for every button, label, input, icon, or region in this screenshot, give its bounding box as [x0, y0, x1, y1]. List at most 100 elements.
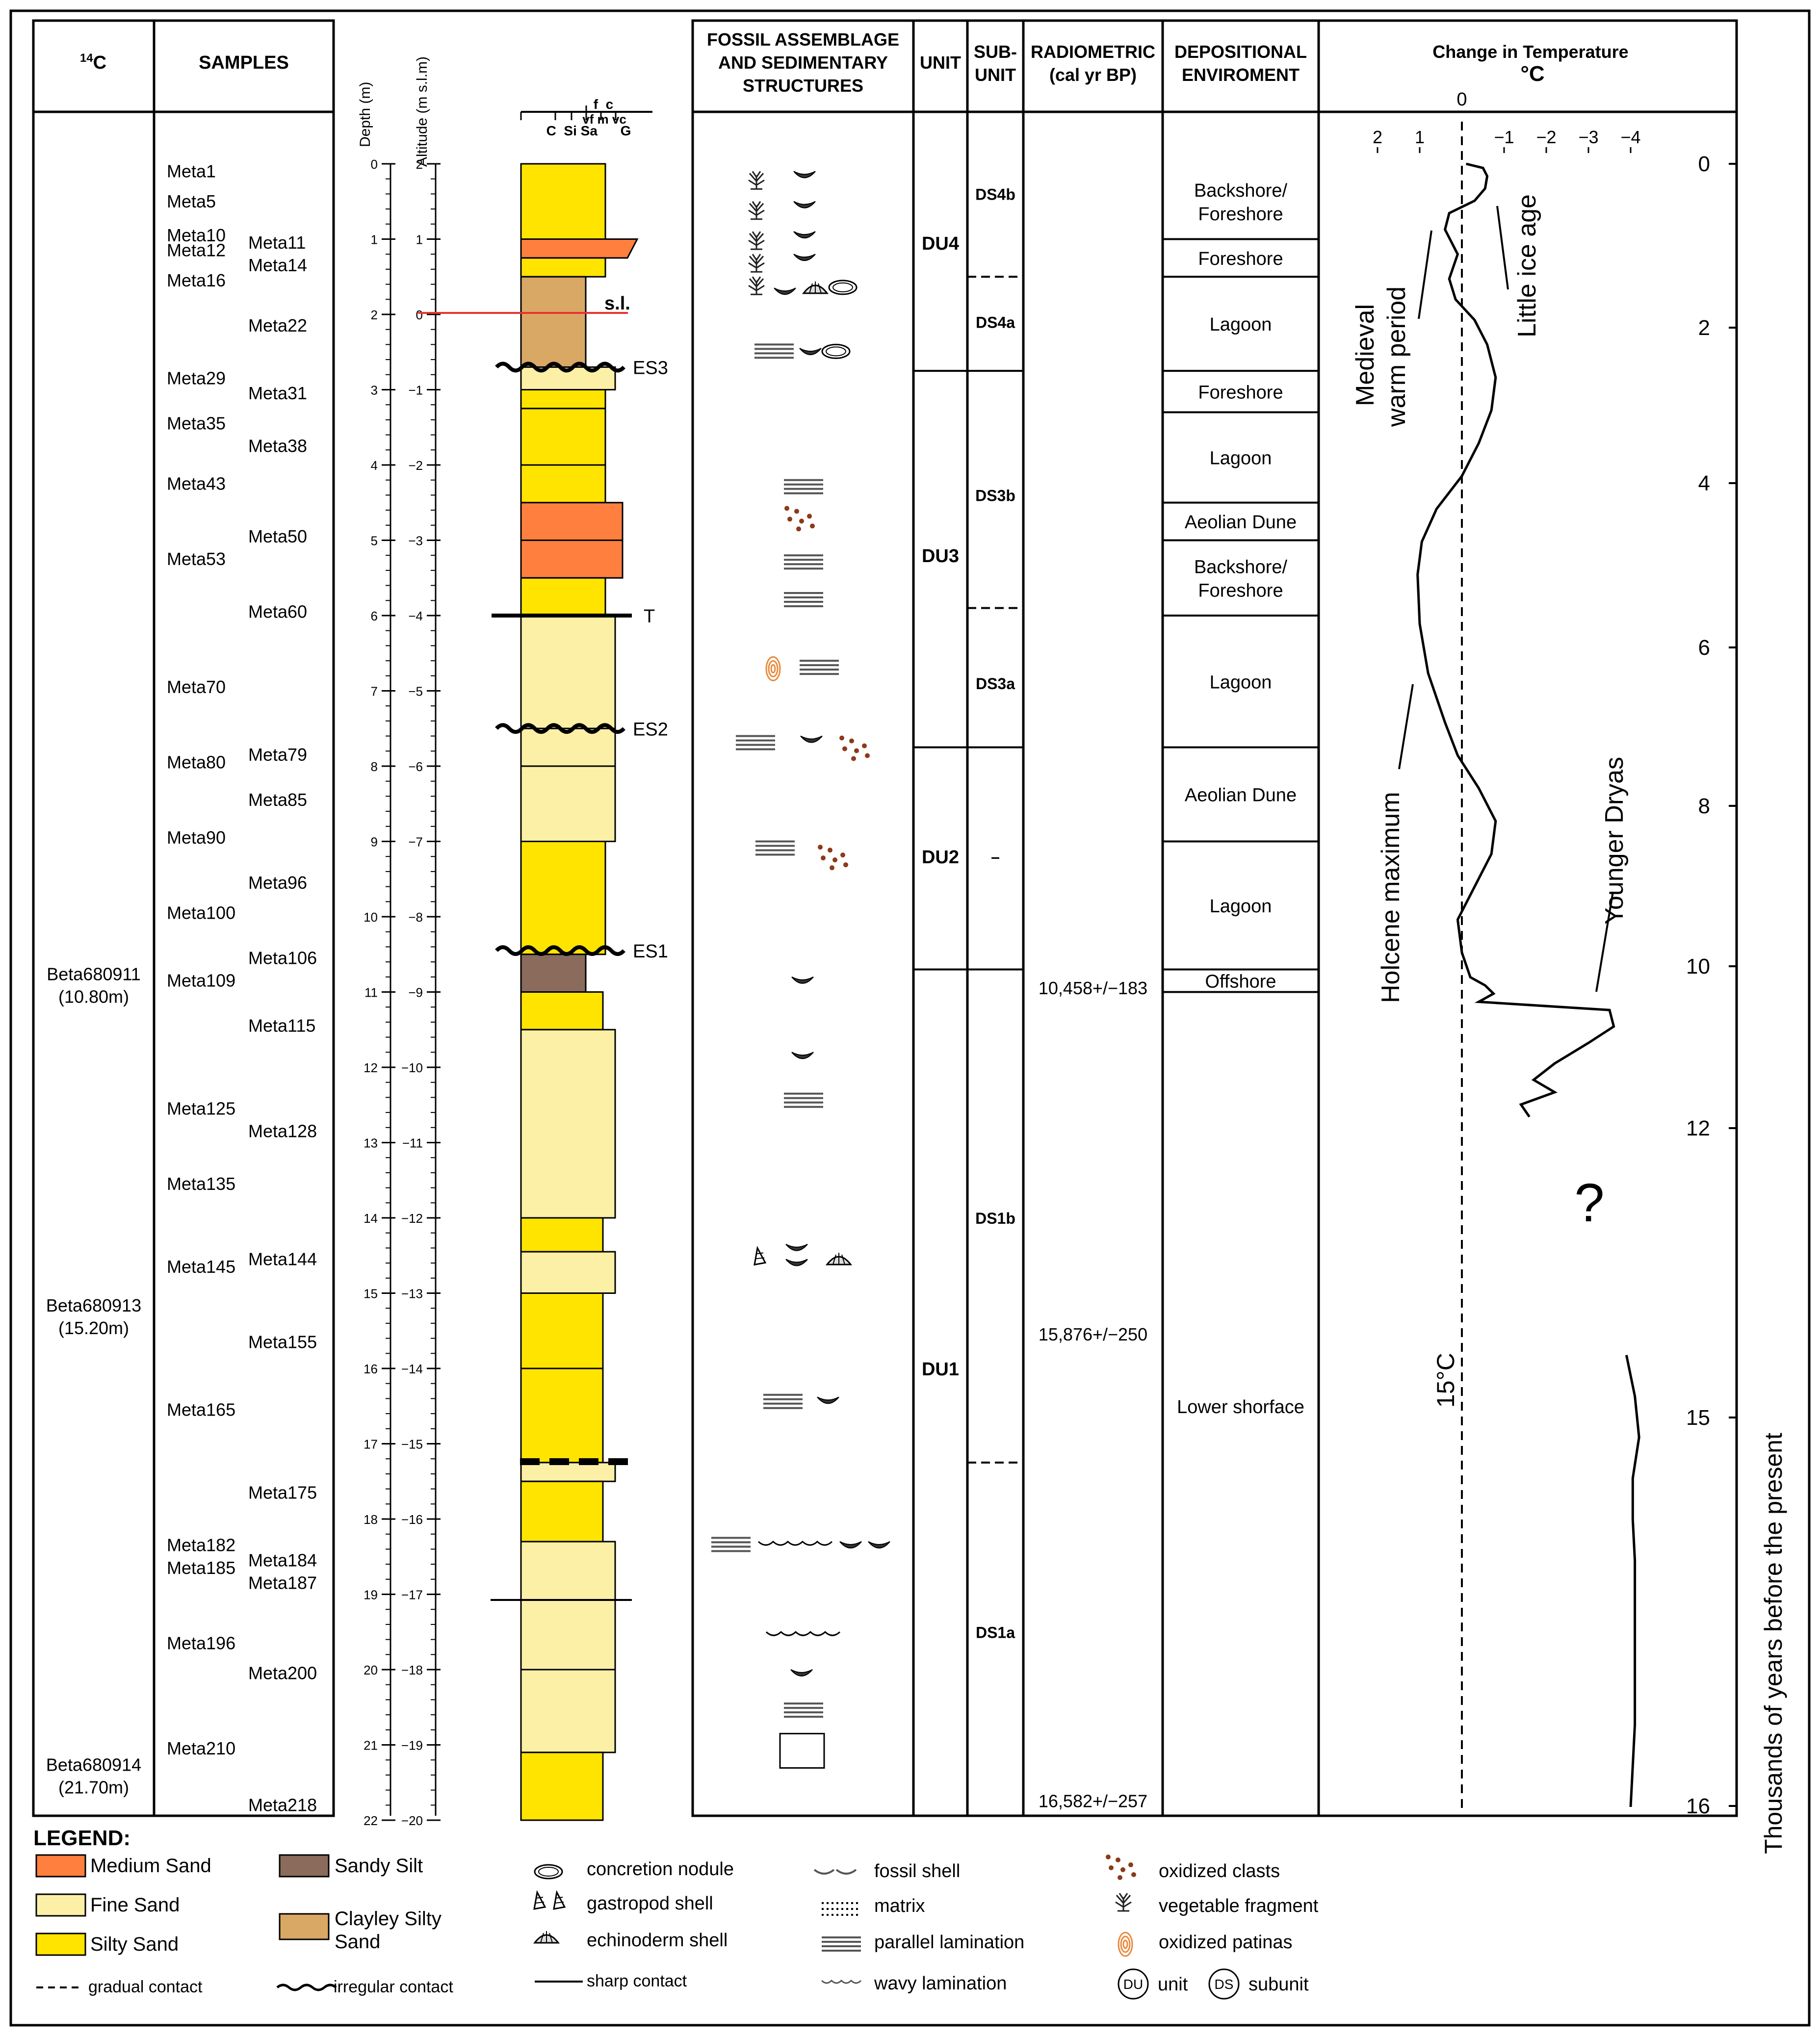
gastro-symbol [754, 1247, 766, 1265]
temperature-curve [1416, 162, 1615, 1118]
radiometric-date: 16,582+/−257 [1039, 1791, 1147, 1811]
depth-tick-label: 11 [364, 985, 378, 1000]
time-tick-label: 4 [1698, 471, 1710, 495]
legend-unit: unit [1158, 1974, 1188, 1995]
shell-symbol [839, 1541, 862, 1549]
echino-symbol [826, 1252, 852, 1265]
patina-symbol [765, 656, 781, 681]
sample-label: Meta50 [248, 526, 307, 546]
time-tick-label: 15 [1686, 1406, 1710, 1430]
lam-symbol [754, 840, 796, 856]
legend-title: LEGEND: [33, 1826, 130, 1850]
altitude-tick-label: 1 [416, 232, 423, 247]
subunit-label: DS4b [975, 185, 1015, 203]
contact-label: ES1 [633, 941, 668, 962]
unknown-period-mark: ? [1574, 1173, 1604, 1233]
legend-fossil-shell-icon [813, 1869, 857, 1875]
sample-label: Meta175 [248, 1482, 317, 1502]
lithology-bed [520, 238, 639, 259]
unit-label: DU2 [922, 847, 959, 868]
environment-label: Offshore [1205, 971, 1276, 992]
shell-symbol [790, 1669, 813, 1676]
altitude-tick-label: −7 [408, 835, 423, 850]
legend-clasts: oxidized clasts [1159, 1861, 1280, 1881]
sample-label: Meta80 [167, 752, 226, 772]
shell-symbol [793, 231, 816, 239]
legend-swatch-fine-sand [35, 1893, 86, 1917]
depositional-environments: Backshore/ForeshoreForeshoreLagoonForesh… [1163, 180, 1319, 1417]
legend-irregular: irregular contact [334, 1978, 453, 1996]
sample-label: Meta90 [167, 827, 226, 848]
little-ice-age-leader [1496, 206, 1509, 290]
depth-tick-label: 12 [364, 1060, 378, 1075]
legend-clayey-1: Clayley Silty [335, 1908, 442, 1930]
depth-tick-label: 6 [371, 609, 378, 623]
depth-tick-label: 3 [371, 383, 378, 398]
altitude-tick-label: 2 [416, 157, 423, 172]
sample-label: Meta12 [167, 240, 226, 260]
sample-label: Meta43 [167, 473, 226, 493]
medieval-leader [1418, 230, 1432, 319]
holocene-leader [1398, 684, 1414, 770]
legend-clasts-icon [1106, 1855, 1136, 1880]
environment-label: Lagoon [1210, 672, 1272, 693]
unit-label: DU3 [922, 546, 959, 567]
sample-label: Meta96 [248, 873, 307, 893]
lithology-bed [520, 991, 604, 1031]
sample-label: Meta125 [167, 1098, 235, 1118]
interpretation-table: FOSSIL ASSEMBLAGE AND SEDIMENTARY STRUCT… [691, 19, 1738, 1817]
lam-symbol [783, 1702, 824, 1718]
sample-label: Meta14 [248, 255, 307, 275]
fossil-header-3: STRUCTURES [743, 76, 863, 96]
nodule-symbol [821, 343, 851, 359]
grain-size-scale: f c vf m vc C Si Sa G [520, 97, 652, 138]
lithology-bed [520, 841, 606, 955]
depth-tick-label: 8 [371, 759, 378, 774]
depth-tick-label: 14 [364, 1211, 378, 1226]
samples-header: SAMPLES [199, 52, 289, 73]
legend-silty-sand: Silty Sand [90, 1933, 179, 1955]
grain-labels-top: f c [594, 97, 613, 112]
environment-label: Lagoon [1210, 448, 1272, 469]
time-tick-label: 10 [1686, 954, 1710, 979]
sample-label: Meta5 [167, 191, 216, 211]
sample-label: Meta22 [248, 315, 307, 335]
time-tick-label: 8 [1698, 794, 1710, 818]
altitude-tick-label: −17 [401, 1588, 423, 1602]
sample-label: Meta135 [167, 1174, 235, 1194]
sample-label: Meta115 [248, 1016, 315, 1036]
unit-label: DU1 [922, 1359, 959, 1380]
fossil-symbols [710, 170, 890, 1769]
sample-label: Meta184 [248, 1550, 317, 1570]
temperature-curve-lower [1625, 1355, 1640, 1807]
legend-fossil: fossil shell [874, 1861, 960, 1881]
lithology-bed [520, 1480, 604, 1543]
temperature-tick-label: −2 [1536, 127, 1556, 147]
depth-tick-label: 1 [371, 232, 378, 247]
sample-label: Meta60 [248, 601, 307, 621]
shell-symbol [774, 287, 796, 295]
sample-label: Meta145 [167, 1257, 235, 1277]
altitude-tick-label: −6 [408, 759, 423, 774]
subunit-label: DS1b [975, 1210, 1015, 1227]
sample-label: Meta200 [248, 1663, 317, 1683]
altitude-tick-label: −1 [408, 383, 423, 398]
shell-symbol [785, 1243, 808, 1251]
lithology-column [520, 163, 639, 1821]
shell-symbol [799, 348, 822, 356]
environment-label: Foreshore [1198, 382, 1283, 403]
lithology-bed [520, 1669, 616, 1753]
legend-wavy-icon [821, 1979, 862, 1984]
c14-date-depth: (15.20m) [58, 1318, 129, 1338]
sample-label: Meta182 [167, 1535, 235, 1555]
lam-symbol [783, 479, 824, 494]
c14-header: 14C [80, 52, 106, 73]
depth-axis-title: Depth (m) [357, 82, 373, 147]
altitude-tick-label: −9 [408, 985, 423, 1000]
time-tick-label: 12 [1686, 1116, 1710, 1140]
shell-symbol [785, 1259, 808, 1266]
